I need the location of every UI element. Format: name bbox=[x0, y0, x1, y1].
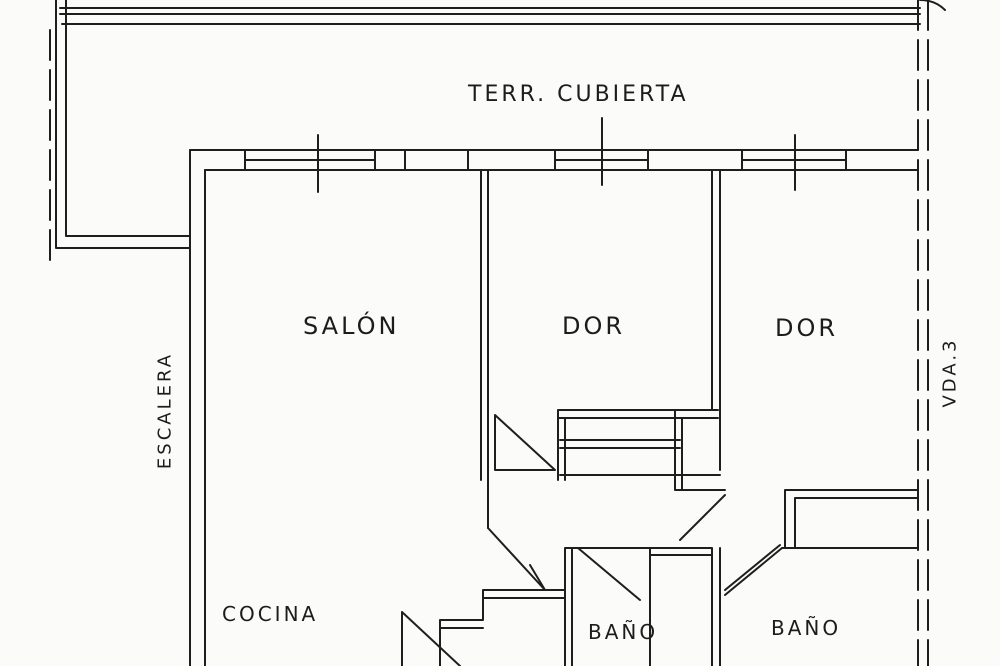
door-swing-hall bbox=[487, 527, 546, 591]
door-swing-bano1 bbox=[577, 547, 651, 666]
terrace-top-rail bbox=[59, 7, 921, 25]
bedroom-2-label: DOR bbox=[775, 314, 839, 342]
kitchen-label: COCINA bbox=[222, 602, 319, 626]
walls bbox=[49, 0, 946, 666]
bathroom-1-label: BAÑO bbox=[588, 620, 659, 644]
door-swing-dor2 bbox=[679, 494, 726, 541]
door-swing-bano2 bbox=[724, 544, 783, 596]
kitchen-steps bbox=[401, 589, 566, 666]
terrace-outline bbox=[55, 0, 191, 249]
terrace-label: TERR. CUBIERTA bbox=[468, 82, 689, 107]
apartment-left-wall bbox=[189, 149, 206, 666]
living-room-label: SALÓN bbox=[303, 312, 400, 340]
dor-dor-partition bbox=[711, 169, 721, 471]
door-swing-dor1 bbox=[494, 414, 556, 471]
bano1-walls bbox=[564, 547, 721, 666]
neighbor-label: VDA.3 bbox=[939, 337, 961, 408]
window-ticks bbox=[317, 117, 796, 193]
bathroom-2-label: BAÑO bbox=[771, 616, 842, 640]
wardrobe bbox=[557, 409, 726, 491]
stairs-label: ESCALERA bbox=[154, 351, 176, 470]
window-1 bbox=[244, 149, 469, 171]
right-boundary bbox=[917, 0, 929, 666]
salon-dor-partition bbox=[480, 169, 489, 529]
bedroom-1-label: DOR bbox=[562, 312, 626, 340]
right-corner-mark bbox=[919, 0, 946, 11]
bano2-walls bbox=[781, 489, 919, 549]
